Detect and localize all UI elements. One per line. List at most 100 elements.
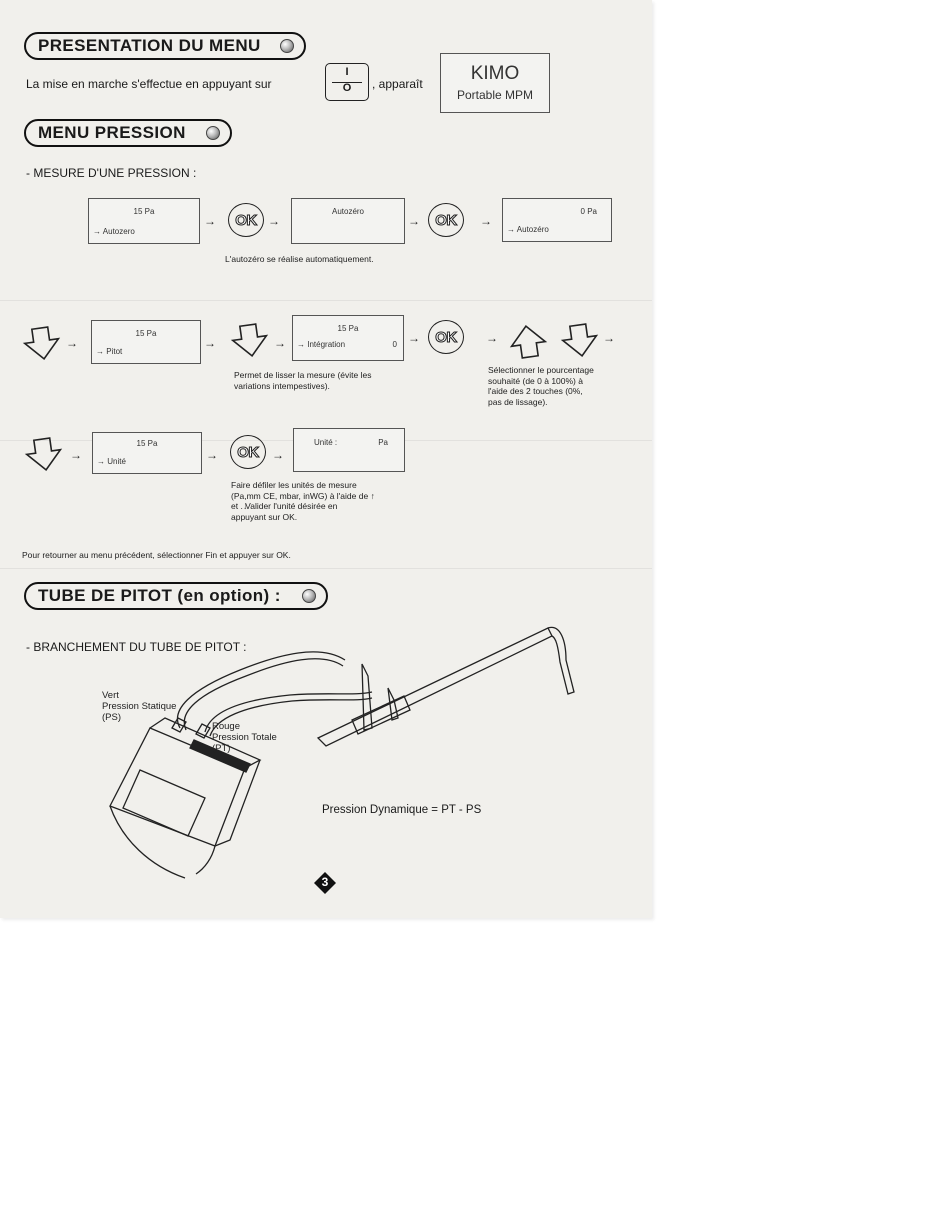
caption-line: Sélectionner le pourcentage — [488, 365, 594, 375]
caption-text: (Pa,mm CE, mbar, inWG) à l'aide de — [231, 490, 369, 501]
lcd-integration-value: 0 — [392, 340, 397, 349]
caption-line: l'aide des 2 touches (0%, — [488, 386, 583, 396]
paper-fold — [0, 568, 652, 569]
pitot-diagram — [109, 626, 575, 879]
units-caption: Faire défiler les unités de mesure (Pa,m… — [231, 480, 403, 522]
device-top — [149, 717, 262, 769]
section-title: MENU PRESSION — [38, 123, 186, 142]
appears-text: , apparaît — [372, 77, 423, 91]
up-key-icon — [509, 324, 548, 359]
diamond-icon — [314, 872, 336, 894]
lcd-value: Autozéro — [331, 207, 365, 216]
pitot-sleeve — [351, 695, 411, 735]
lcd-screen: 15 Pa → Pitot — [91, 320, 201, 364]
connector-ps — [171, 717, 187, 733]
caption-line: Faire défiler les unités de mesure — [231, 480, 357, 490]
connector-pt — [195, 723, 211, 739]
total-pressure-label: Rouge Pression Totale (PT) — [212, 721, 277, 754]
caption-line: et . Valider l'unité désirée en↓ — [231, 501, 403, 512]
flow-arrow-icon: → — [603, 331, 615, 345]
lcd-value: 15 Pa — [337, 324, 359, 333]
down-key-icon — [24, 437, 63, 472]
lcd-value: 0 Pa — [580, 207, 597, 216]
back-instruction: Pour retourner au menu précédent, sélect… — [22, 550, 291, 560]
down-key-icon — [22, 326, 61, 361]
power-button: I O — [325, 63, 369, 101]
caption-text: et . Valider l'unité désirée en — [231, 501, 338, 511]
flow-arrow-icon: → — [204, 214, 216, 228]
flow-arrow-icon: → — [480, 214, 492, 228]
paper-fold — [0, 300, 652, 301]
device-dark-strip — [189, 739, 251, 773]
lcd-value: 15 Pa — [135, 329, 157, 338]
lcd-screen: Autozéro — [291, 198, 405, 244]
flow-arrow-icon: → — [206, 448, 218, 462]
ok-button-icon: OK — [230, 435, 266, 469]
percentage-caption: Sélectionner le pourcentage souhaité (de… — [488, 365, 594, 407]
label-line: Pression Totale — [212, 732, 277, 743]
label-line: Rouge — [212, 721, 240, 732]
lcd-menu-label: Autozero — [102, 227, 135, 236]
arrow-down-icon: ↓ — [243, 501, 248, 511]
caption-line: Permet de lisser la mesure (évite les — [234, 370, 372, 380]
flow-arrow-icon: → — [486, 331, 498, 345]
lcd-menu-item: → Autozéro — [507, 225, 549, 234]
power-on-glyph: I — [345, 66, 349, 78]
flow-arrow-icon: → — [70, 448, 82, 462]
device-label-panel — [122, 769, 206, 837]
flow-arrow-icon: → — [66, 336, 78, 350]
arrow-up-icon: ↑ — [370, 490, 375, 501]
bullet-icon — [302, 589, 316, 603]
ok-button-icon: OK — [228, 203, 264, 237]
lcd-menu-item: → Pitot — [96, 347, 123, 356]
lcd-screen: 15 Pa → Intégration 0 — [292, 315, 404, 361]
lcd-menu-label: Intégration — [307, 340, 346, 349]
caption-line: pas de lissage). — [488, 396, 548, 407]
kimo-display: KIMO Portable MPM — [440, 53, 550, 113]
total-tube — [204, 691, 373, 733]
lcd-menu-label: Autozéro — [516, 225, 549, 234]
static-pressure-label: Vert Pression Statique (PS) — [102, 690, 176, 723]
label-line: (PT) — [212, 743, 231, 754]
lcd-screen: 0 Pa → Autozéro — [502, 198, 612, 242]
flow-arrow-icon: → — [272, 448, 284, 462]
lcd-value: 15 Pa — [133, 207, 155, 216]
page-number: 3 — [321, 875, 329, 889]
lcd-screen: Unité : Pa — [293, 428, 405, 472]
device-side — [214, 759, 261, 847]
page-number-badge: 3 — [314, 872, 336, 894]
section-header-pitot: TUBE DE PITOT (en option) : — [24, 582, 328, 610]
section-header-pression: MENU PRESSION — [24, 119, 232, 147]
caption-line: appuyant sur OK. — [231, 511, 298, 522]
lcd-menu-item: → Intégration — [297, 340, 346, 349]
label-line: Pression Statique — [102, 701, 177, 712]
lcd-unit-label: Unité : — [314, 438, 338, 447]
lcd-menu-item: → Autozero — [93, 227, 135, 236]
flow-arrow-icon: → — [274, 336, 286, 350]
flow-arrow-icon: → — [408, 214, 420, 228]
display-model: Portable MPM — [456, 88, 534, 102]
lcd-menu-item: → Unité — [97, 457, 126, 466]
ok-button-icon: OK — [428, 320, 464, 354]
flow-arrow-icon: → — [204, 336, 216, 350]
lcd-menu-label: Unité — [107, 457, 126, 466]
display-brand: KIMO — [470, 63, 520, 84]
startup-text: La mise en marche s'effectue en appuyant… — [26, 77, 272, 91]
power-button-divider — [332, 82, 362, 83]
bullet-icon — [280, 39, 294, 53]
down-key-icon — [560, 323, 599, 358]
section-subtitle: - MESURE D'UNE PRESSION : — [26, 166, 197, 180]
pitot-support — [361, 663, 373, 731]
section-header-presentation: PRESENTATION DU MENU — [24, 32, 306, 60]
flow-arrow-icon: → — [408, 331, 420, 345]
bullet-icon — [206, 126, 220, 140]
hand-outline — [109, 805, 216, 879]
lcd-unit-value: Pa — [378, 438, 388, 447]
caption-line: variations intempestives). — [234, 380, 330, 391]
autozero-caption: L'autozéro se réalise automatiquement. — [225, 254, 374, 264]
section-title: TUBE DE PITOT (en option) : — [38, 586, 281, 605]
caption-line: (Pa,mm CE, mbar, inWG) à l'aide de ↑ — [231, 491, 403, 502]
lcd-menu-label: Pitot — [106, 347, 123, 356]
lcd-value: 15 Pa — [136, 439, 158, 448]
lcd-screen: 15 Pa → Unité — [92, 432, 202, 474]
